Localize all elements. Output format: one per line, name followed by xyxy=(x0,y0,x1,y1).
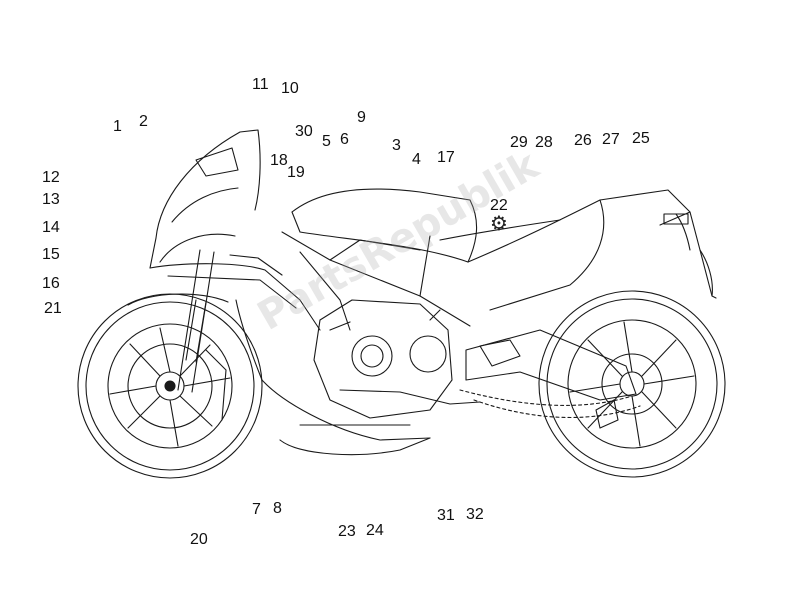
callout-14: 14 xyxy=(42,219,60,236)
callout-2: 2 xyxy=(139,113,148,130)
rear-wheel xyxy=(538,290,726,478)
callout-11: 11 xyxy=(252,76,269,93)
callout-24: 24 xyxy=(366,522,384,539)
callout-18: 18 xyxy=(270,152,288,169)
callout-29: 29 xyxy=(510,134,528,151)
callout-1: 1 xyxy=(113,118,122,135)
callout-10: 10 xyxy=(281,80,299,97)
engine xyxy=(313,299,481,419)
callout-5: 5 xyxy=(322,133,331,150)
callout-26: 26 xyxy=(574,132,592,149)
callout-8: 8 xyxy=(273,500,282,517)
callout-12: 12 xyxy=(42,169,60,186)
callout-9: 9 xyxy=(357,109,366,126)
gear-icon: ⚙ xyxy=(490,211,508,235)
callout-4: 4 xyxy=(412,151,421,168)
frame xyxy=(281,231,471,331)
callout-6: 6 xyxy=(340,131,349,148)
callout-20: 20 xyxy=(190,531,208,548)
callout-30: 30 xyxy=(295,123,313,140)
callout-25: 25 xyxy=(632,130,650,147)
front-wheel xyxy=(77,293,263,479)
callout-31: 31 xyxy=(437,507,455,524)
callout-22: 22 xyxy=(490,197,508,214)
callout-3: 3 xyxy=(392,137,401,154)
callout-28: 28 xyxy=(535,134,553,151)
callout-32: 32 xyxy=(466,506,484,523)
callout-27: 27 xyxy=(602,131,620,148)
fairing xyxy=(149,129,431,456)
swingarm xyxy=(459,329,641,429)
tail-section xyxy=(663,213,717,299)
callout-21: 21 xyxy=(44,300,62,317)
front-fork xyxy=(127,249,229,421)
callout-23: 23 xyxy=(338,523,356,540)
callout-13: 13 xyxy=(42,191,60,208)
callout-15: 15 xyxy=(42,246,60,263)
callout-19: 19 xyxy=(287,164,305,181)
callout-17: 17 xyxy=(437,149,455,166)
callout-16: 16 xyxy=(42,275,60,292)
callout-7: 7 xyxy=(252,501,261,518)
